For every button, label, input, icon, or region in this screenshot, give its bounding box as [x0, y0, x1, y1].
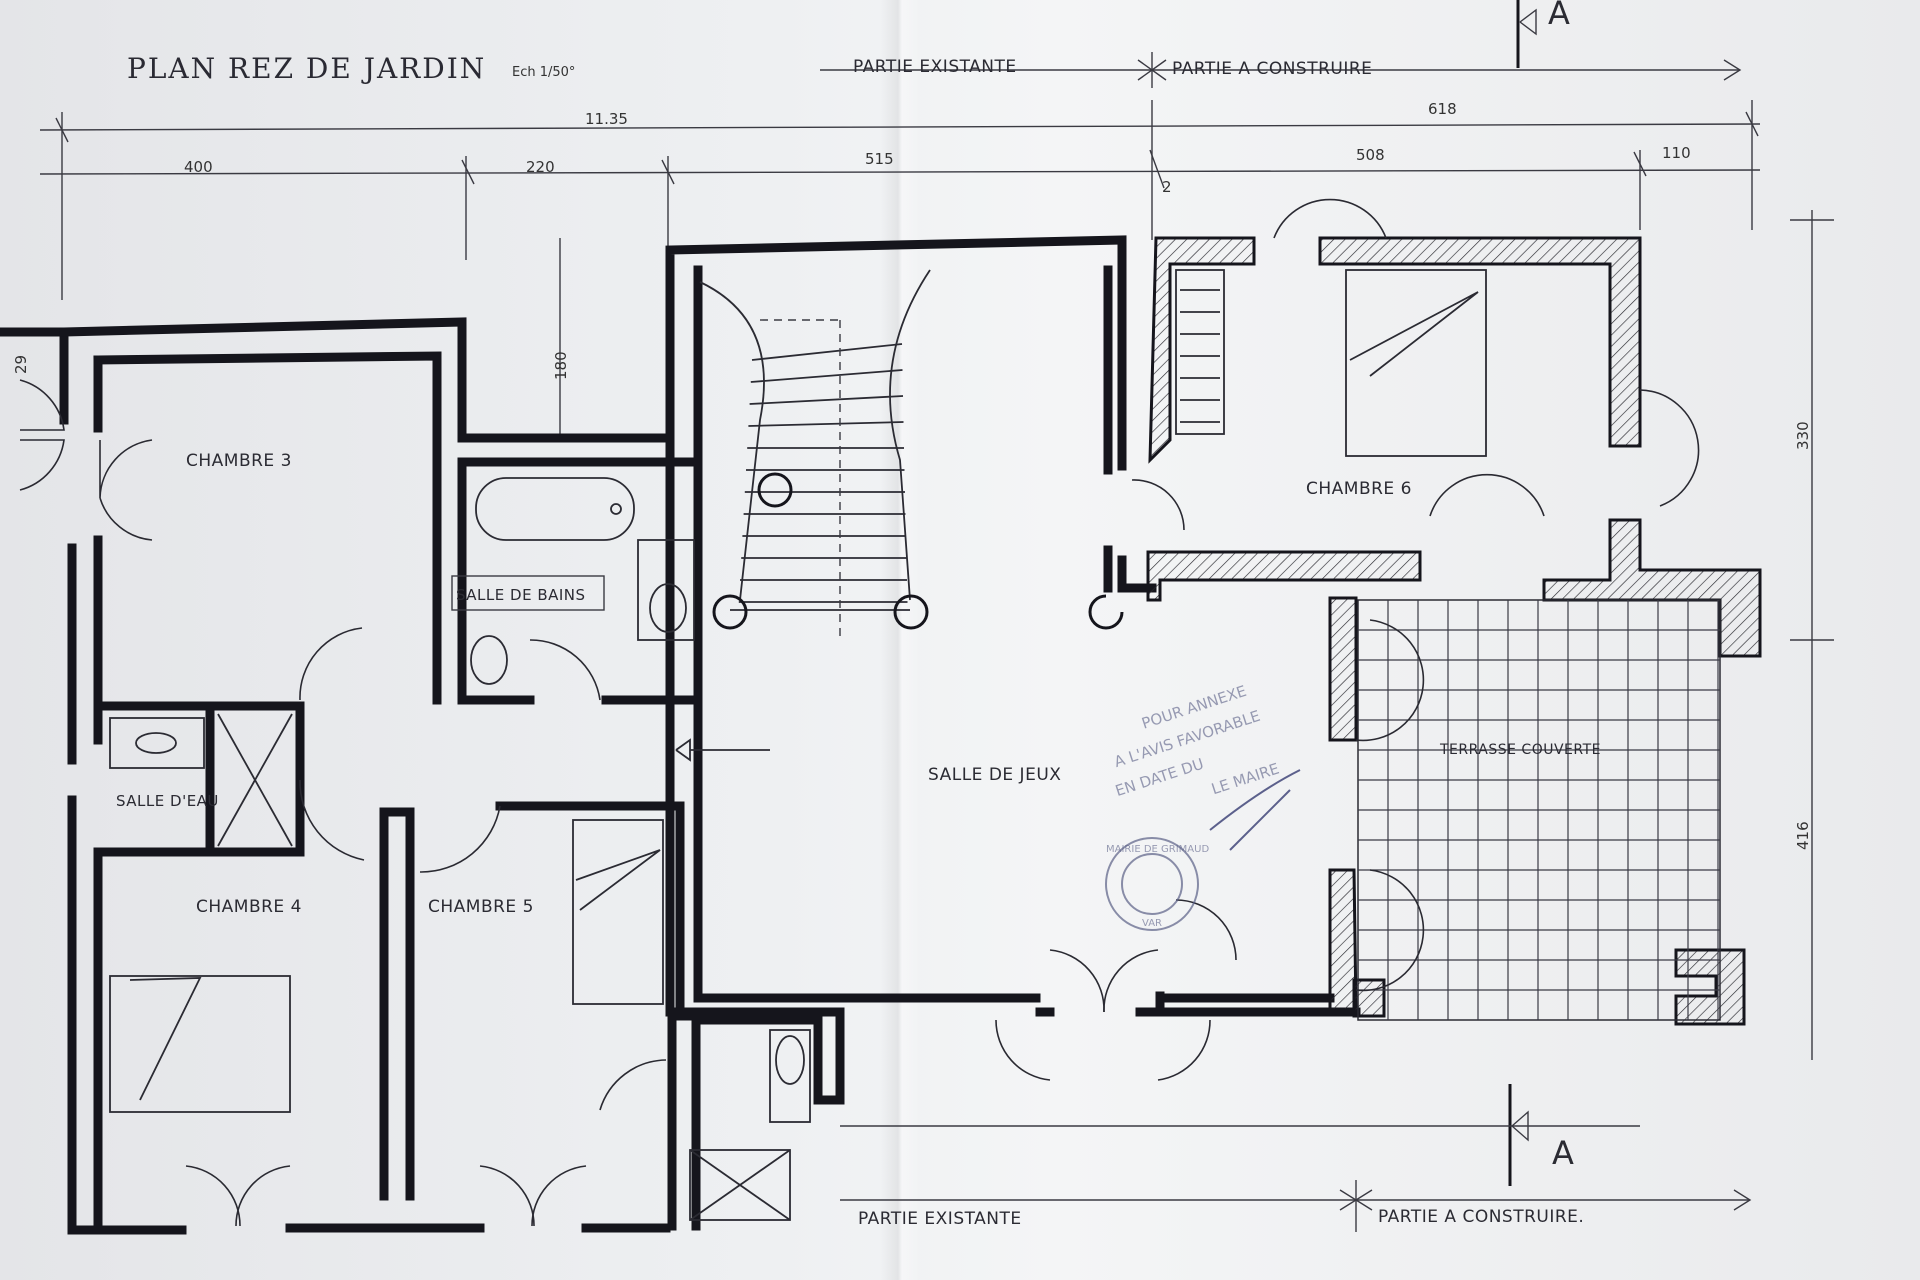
stair-tread [748, 421, 904, 427]
label-chambre-5: CHAMBRE 5 [428, 897, 534, 917]
dim-v-180: 180 [552, 351, 570, 380]
door-swings [19, 198, 1700, 1227]
label-salle-deau: SALLE D'EAU [116, 792, 219, 810]
svg-text:LE MAIRE: LE MAIRE [1209, 760, 1281, 799]
svg-text:MAIRIE DE GRIMAUD: MAIRIE DE GRIMAUD [1106, 844, 1209, 855]
dim-v-416: 416 [1794, 821, 1812, 850]
zone-new-top: PARTIE A CONSTRUIRE [1172, 59, 1372, 79]
fixtures [109, 269, 1487, 1221]
label-terrasse: TERRASSE COUVERTE [1439, 742, 1601, 758]
stair-tread [750, 369, 903, 383]
terrace-tile-grid [1357, 599, 1721, 1021]
walls-new [1146, 236, 1762, 1026]
dim-seg-2: 220 [526, 158, 555, 176]
dim-total-existing: 11.35 [585, 110, 628, 128]
section-label-top: A [1548, 0, 1570, 32]
dim-seg-1: 400 [184, 158, 213, 176]
svg-text:VAR: VAR [1142, 918, 1162, 929]
zone-new-bottom: PARTIE A CONSTRUIRE. [1378, 1207, 1584, 1227]
label-salle-de-jeux: SALLE DE JEUX [928, 765, 1061, 785]
mairie-seal: MAIRIE DE GRIMAUD VAR [1105, 769, 1301, 931]
dim-seg-3: 515 [865, 150, 894, 168]
plan-title: PLAN REZ DE JARDIN [127, 52, 486, 85]
label-chambre-4: CHAMBRE 4 [196, 897, 302, 917]
staircase [675, 269, 1124, 762]
section-mark-top: A [1516, 0, 1570, 68]
zone-existing-bottom: PARTIE EXISTANTE [858, 1209, 1022, 1229]
dim-v-330: 330 [1794, 421, 1812, 450]
dim-seg-6: 110 [1662, 144, 1691, 162]
room-labels: CHAMBRE 3 SALLE DE BAINS SALLE D'EAU CHA… [116, 451, 1601, 917]
label-chambre-6: CHAMBRE 6 [1306, 479, 1412, 499]
dim-seg-4: 2 [1162, 178, 1172, 196]
section-mark-bottom: A [840, 1084, 1640, 1186]
dimension-lines: 11.35 618 400 220 515 2 508 110 180 29 3… [12, 100, 1834, 1060]
approval-stamp: POUR ANNEXE A L'AVIS FAVORABLE EN DATE D… [1112, 682, 1281, 800]
label-salle-de-bains: SALLE DE BAINS [456, 586, 586, 604]
dim-seg-5: 508 [1356, 146, 1385, 164]
paper-fold [880, 0, 920, 1280]
dim-v-29: 29 [12, 355, 30, 374]
plan-scale: Ech 1/50° [512, 65, 575, 80]
walls-existing [0, 235, 1361, 1235]
zone-existing-top: PARTIE EXISTANTE [853, 57, 1017, 77]
dim-total-new: 618 [1428, 100, 1457, 118]
label-chambre-3: CHAMBRE 3 [186, 451, 292, 471]
stair-tread [751, 343, 903, 361]
section-label-bottom: A [1552, 1134, 1574, 1172]
zone-markers-top: PARTIE EXISTANTE PARTIE A CONSTRUIRE [820, 52, 1742, 88]
zone-markers-bottom: PARTIE EXISTANTE PARTIE A CONSTRUIRE. [840, 1180, 1752, 1232]
stair-tread [749, 395, 904, 405]
